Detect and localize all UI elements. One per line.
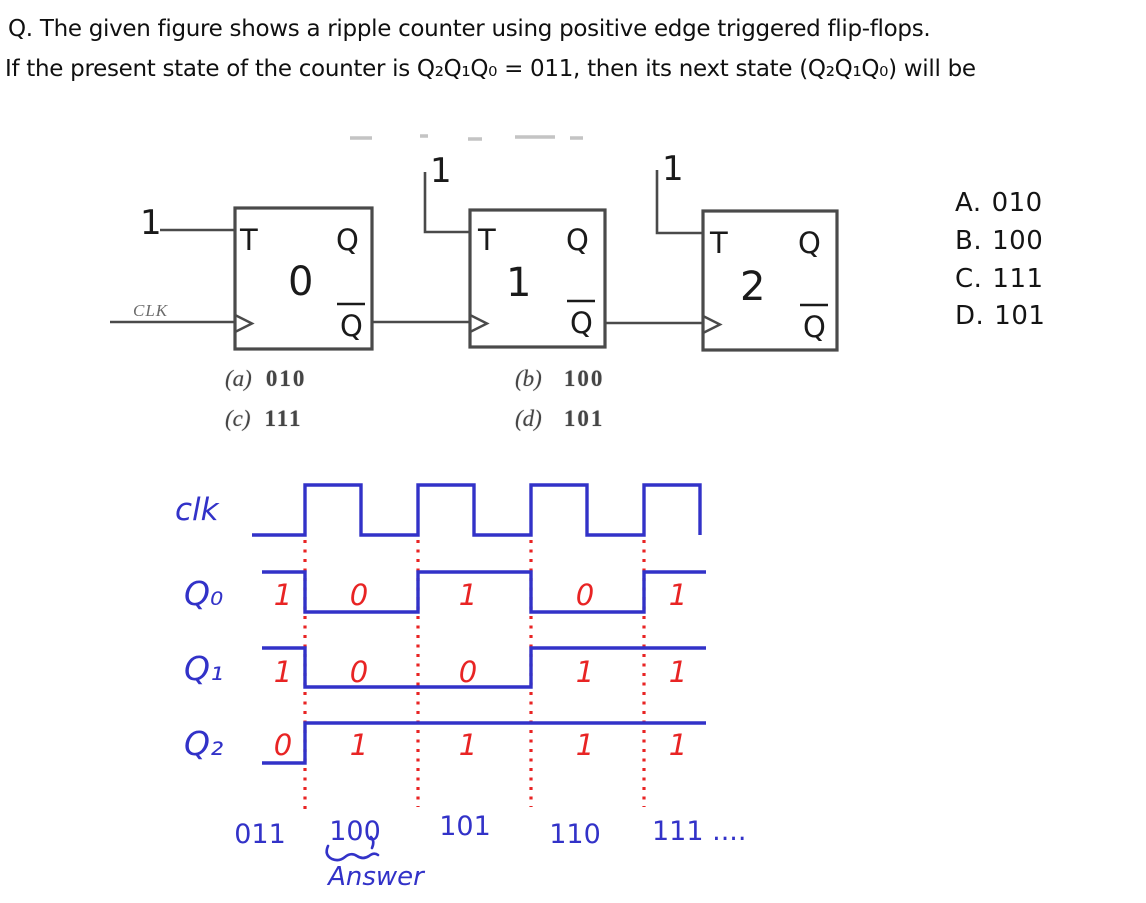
qbar-label-0: Q xyxy=(340,309,363,343)
choice-c: C. 111 xyxy=(955,264,1044,294)
choice-value: 101 xyxy=(994,301,1046,331)
waveform-value-label: 0 xyxy=(350,578,368,612)
clk-label: CLK xyxy=(133,301,169,320)
t-input-wire-1 xyxy=(423,172,470,234)
q2-waveform xyxy=(262,721,706,765)
ripple-counter-circuit: CLK 1 1 1 T Q 0 Q T Q 1 Q T Q 2 Q xyxy=(110,134,839,352)
waveform-value-label: 1 xyxy=(669,655,687,689)
choice-label: A. xyxy=(955,188,982,218)
choice-label: B. xyxy=(955,226,983,256)
printed-option-d: (d) 101 xyxy=(515,406,604,432)
waveform-value-label: 0 xyxy=(350,655,368,689)
printed-option-key: (a) xyxy=(225,366,252,391)
q1-waveform xyxy=(262,646,706,689)
timing-diagram: clk Q₀ Q₁ Q₂ 011 100 101 110 111 .... An… xyxy=(175,483,746,892)
choice-d: D. 101 xyxy=(955,301,1045,331)
q0-row-label: Q₀ xyxy=(184,574,223,613)
flipflop-box-1 xyxy=(468,208,607,349)
q0-waveform xyxy=(262,570,706,614)
printed-option-a: (a) 010 xyxy=(225,366,306,392)
clock-triangle-icon-1 xyxy=(469,313,490,334)
waveform-value-label: 1 xyxy=(669,728,687,762)
waveform-value-label: 1 xyxy=(576,655,594,689)
waveform-value-label: 0 xyxy=(459,655,477,689)
clock-triangle-icon-0 xyxy=(234,313,255,334)
printed-option-value: 100 xyxy=(563,366,605,391)
qbar-label-2: Q xyxy=(803,310,826,344)
flipflop-box-2 xyxy=(701,209,839,352)
state-value: 111 .... xyxy=(652,816,746,847)
q-label-2: Q xyxy=(798,226,821,260)
input-one-0: 1 xyxy=(140,203,162,243)
waveform-value-label: 0 xyxy=(274,728,292,762)
choice-value: 100 xyxy=(992,226,1044,256)
choice-label: D. xyxy=(955,301,985,331)
qbar-label-1: Q xyxy=(570,306,593,340)
input-one-2: 1 xyxy=(662,149,684,189)
q2-row-label: Q₂ xyxy=(184,724,223,763)
printed-option-key: (d) xyxy=(515,406,542,431)
ff-annotation-0: 0 xyxy=(288,259,313,305)
t-label-0: T xyxy=(239,223,258,257)
choice-value: 111 xyxy=(992,264,1044,294)
state-value: 101 xyxy=(439,811,491,842)
waveform-value-label: 1 xyxy=(459,728,477,762)
printed-option-key: (b) xyxy=(515,366,542,391)
clock-triangle-icon-2 xyxy=(702,314,723,335)
ff-annotation-2: 2 xyxy=(740,264,765,310)
printed-option-value: 010 xyxy=(265,366,307,391)
choice-a: A. 010 xyxy=(955,188,1043,218)
choice-b: B. 100 xyxy=(955,226,1043,256)
scan-artifact-marks xyxy=(350,134,583,141)
waveform-value-label: 1 xyxy=(274,578,292,612)
waveform-value-label: 1 xyxy=(576,728,594,762)
clk-waveform xyxy=(252,483,702,537)
waveform-value-label: 0 xyxy=(576,578,594,612)
printed-option-c: (c) 111 xyxy=(225,406,303,432)
t-label-2: T xyxy=(709,226,728,260)
printed-option-b: (b) 100 xyxy=(515,366,604,392)
t-input-wire-2 xyxy=(655,170,703,235)
t-label-1: T xyxy=(477,223,496,257)
q-label-0: Q xyxy=(336,223,359,257)
q-label-1: Q xyxy=(566,223,589,257)
clk-row-label: clk xyxy=(175,492,220,528)
answer-underline-squiggle xyxy=(325,835,380,862)
state-value: 110 xyxy=(549,819,601,850)
waveform-value-label: 1 xyxy=(459,578,477,612)
choice-label: C. xyxy=(955,264,983,294)
printed-option-key: (c) xyxy=(225,406,251,431)
choice-value: 010 xyxy=(991,188,1043,218)
q1-row-label: Q₁ xyxy=(184,649,223,688)
question-line-2: If the present state of the counter is Q… xyxy=(5,56,976,82)
answer-label: Answer xyxy=(326,862,426,892)
printed-option-value: 111 xyxy=(264,406,303,431)
waveform-value-label: 1 xyxy=(669,578,687,612)
input-one-1: 1 xyxy=(430,151,452,191)
waveform-value-label: 1 xyxy=(274,655,292,689)
ff-annotation-1: 1 xyxy=(506,260,531,306)
question-line-1: Q. The given figure shows a ripple count… xyxy=(8,16,931,42)
flipflop-box-0 xyxy=(233,206,374,351)
waveform-value-label: 1 xyxy=(350,728,368,762)
state-value: 011 xyxy=(234,819,286,850)
printed-option-value: 101 xyxy=(563,406,605,431)
